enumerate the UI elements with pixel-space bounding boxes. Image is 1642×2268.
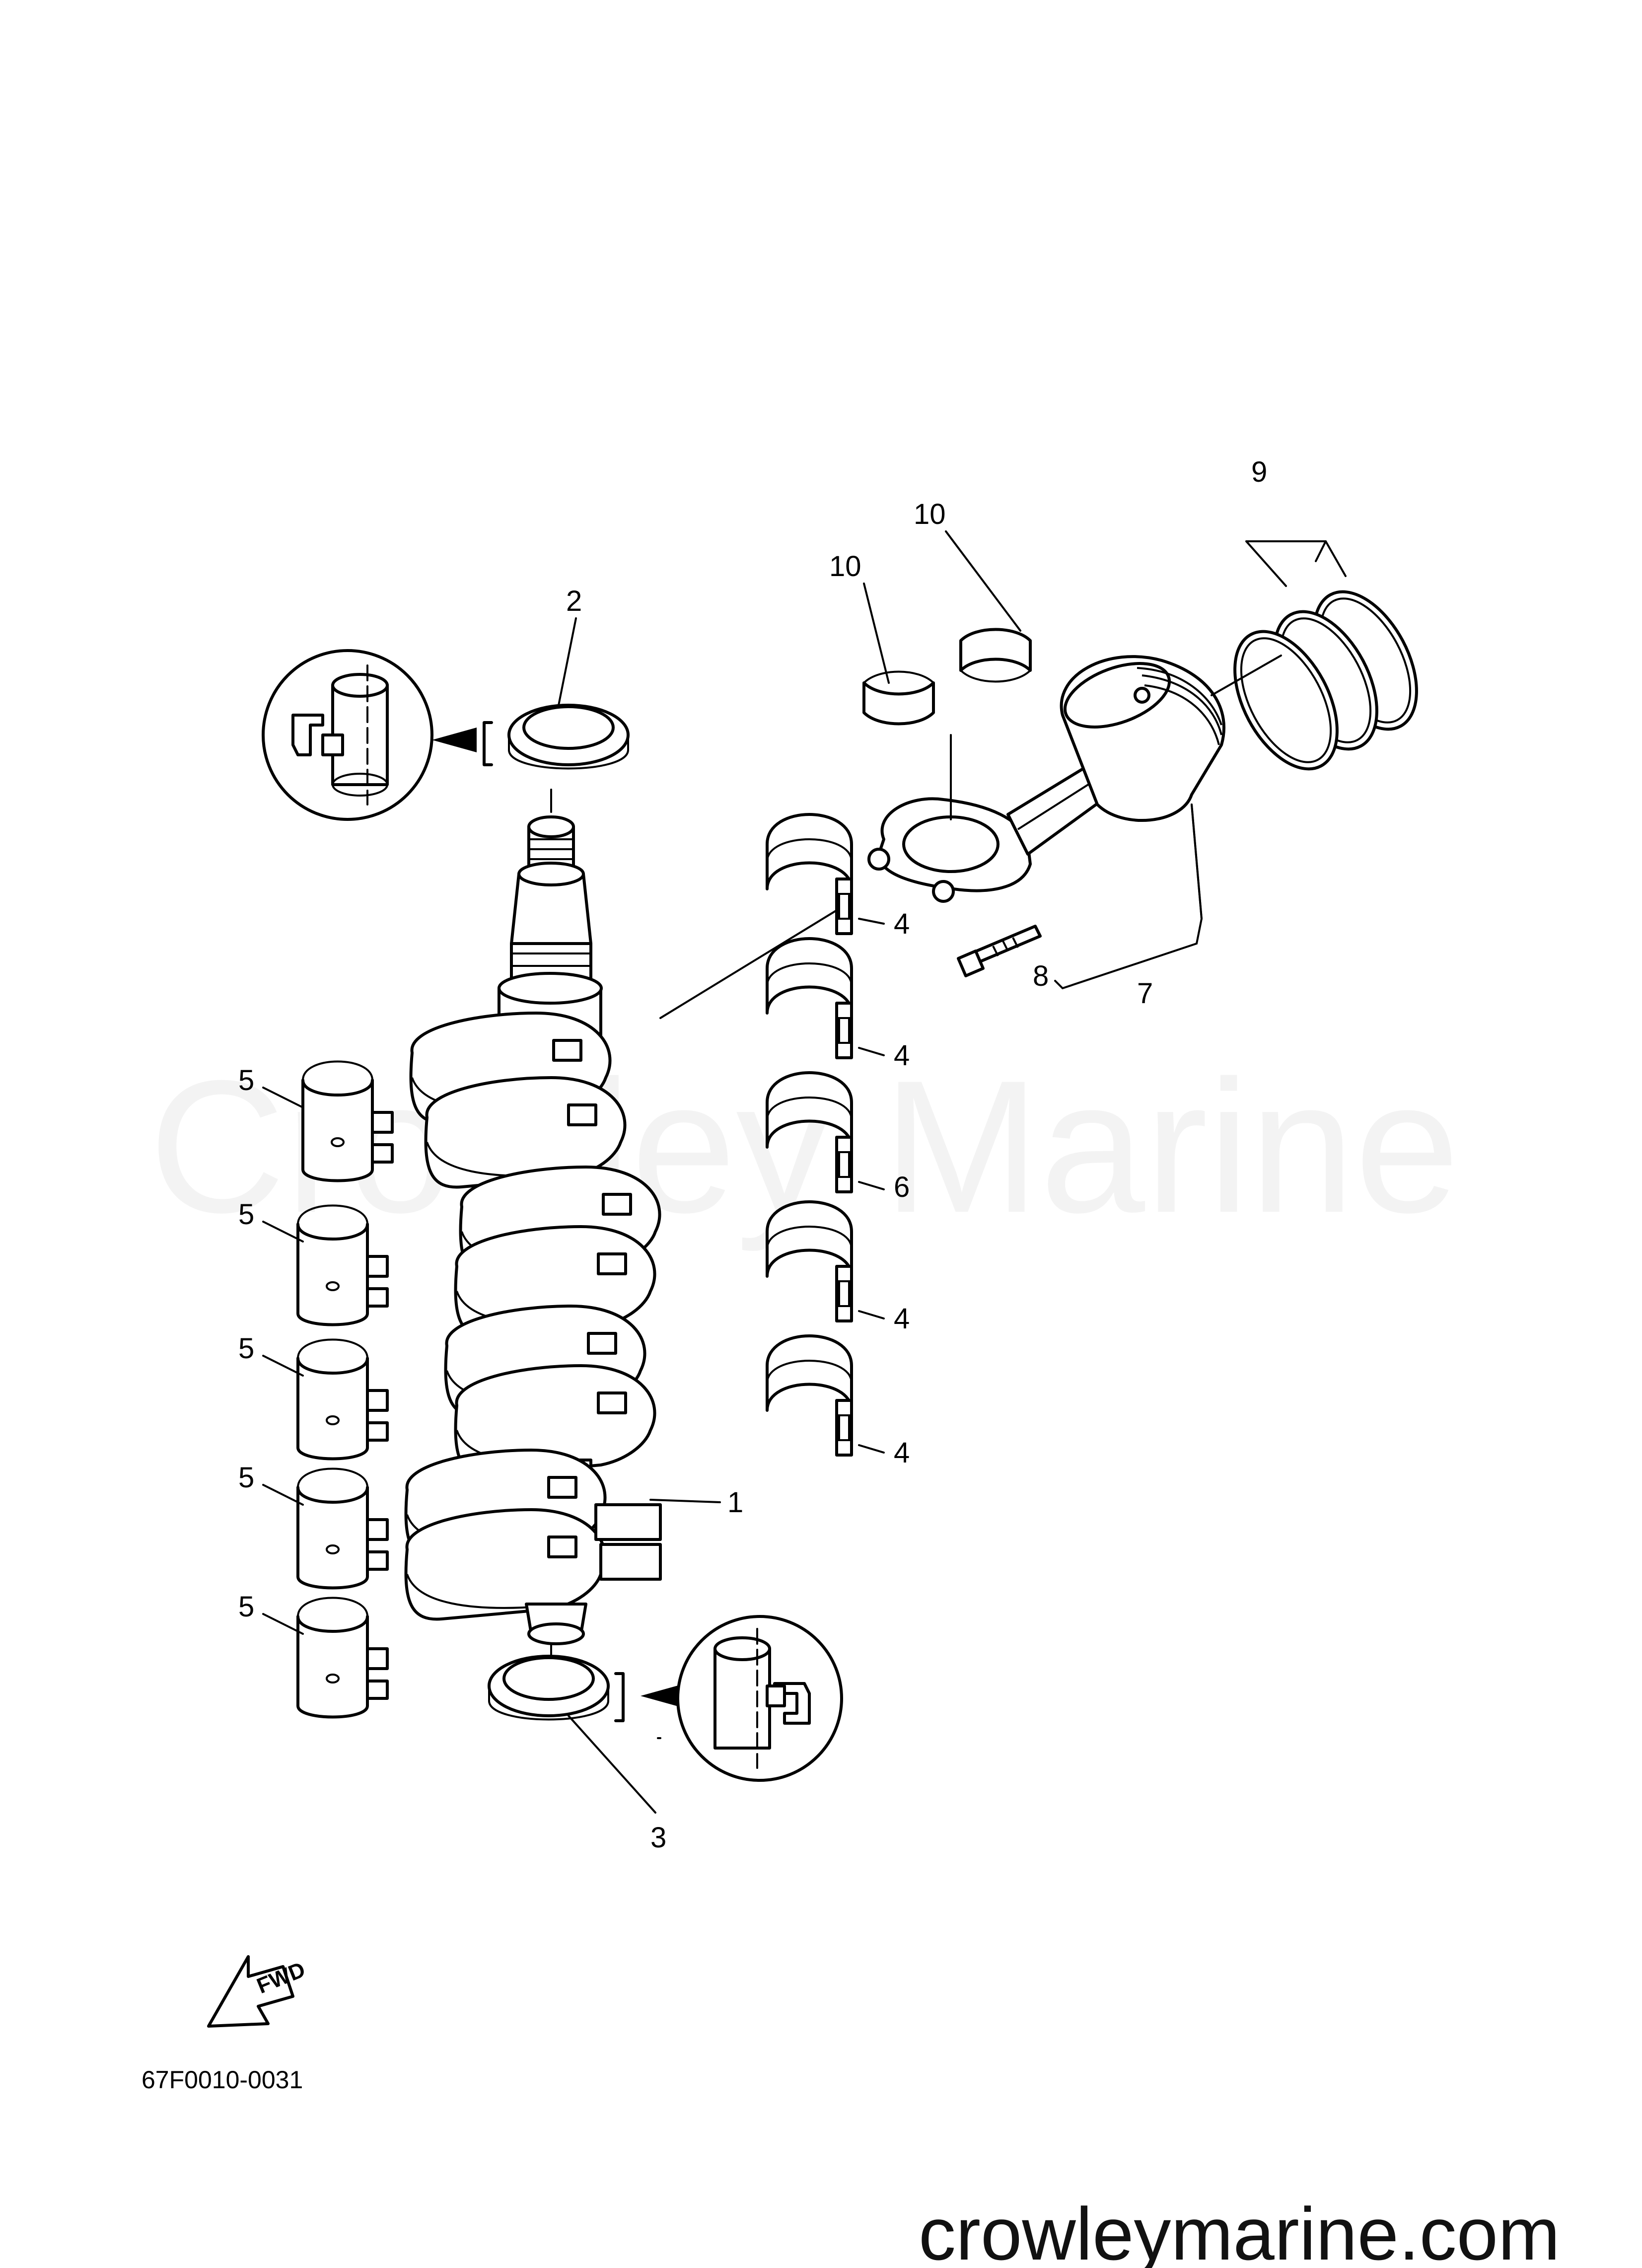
callout-5-fourth: 5 <box>238 1462 254 1494</box>
callout-2: 2 <box>566 585 582 617</box>
callout-4-fourth: 4 <box>894 1437 910 1469</box>
callout-1: 1 <box>727 1486 743 1519</box>
crankpin-bearing-1 <box>767 814 852 934</box>
piston <box>1060 655 1225 822</box>
conrod-bearing-upper <box>864 672 933 724</box>
crankpin-bearing-3 <box>767 1202 852 1321</box>
leader-lines <box>262 530 1347 1814</box>
oil-seal-top <box>507 704 630 813</box>
callout-4-first: 4 <box>894 908 910 940</box>
crankshaft <box>406 815 662 1645</box>
main-bearing-4 <box>298 1469 387 1588</box>
diagram-code: 67F0010-0031 <box>142 2066 303 2094</box>
callout-9: 9 <box>1251 456 1267 488</box>
callout-4-second: 4 <box>894 1039 910 1072</box>
oil-seal-bottom <box>488 1643 610 1721</box>
callout-5-first: 5 <box>238 1064 254 1097</box>
callout-10-lower: 10 <box>829 550 861 583</box>
main-bearing-5 <box>298 1598 387 1717</box>
forward-arrow-icon: FWD <box>207 1955 309 2028</box>
main-bearing-3 <box>298 1340 387 1459</box>
seal-detail-bottom <box>614 1615 843 1782</box>
website-footer: crowleymarine.com <box>919 2192 1560 2268</box>
piston-ring-set <box>1233 590 1418 771</box>
conrod-bolt <box>957 925 1042 977</box>
callout-3: 3 <box>650 1822 666 1854</box>
conrod-bearing-lower <box>961 630 1030 682</box>
callout-5-second: 5 <box>238 1198 254 1231</box>
callout-7: 7 <box>1137 977 1153 1010</box>
crankpin-bearing-4 <box>767 1336 852 1455</box>
callout-4-third: 4 <box>894 1303 910 1335</box>
callout-10-upper: 10 <box>914 498 946 530</box>
callout-8: 8 <box>1033 960 1049 992</box>
callout-6: 6 <box>894 1171 910 1203</box>
callout-5-third: 5 <box>238 1332 254 1365</box>
callout-5-fifth: 5 <box>238 1591 254 1623</box>
crankpin-bearing-2 <box>767 939 852 1058</box>
seal-detail-top <box>262 649 493 821</box>
